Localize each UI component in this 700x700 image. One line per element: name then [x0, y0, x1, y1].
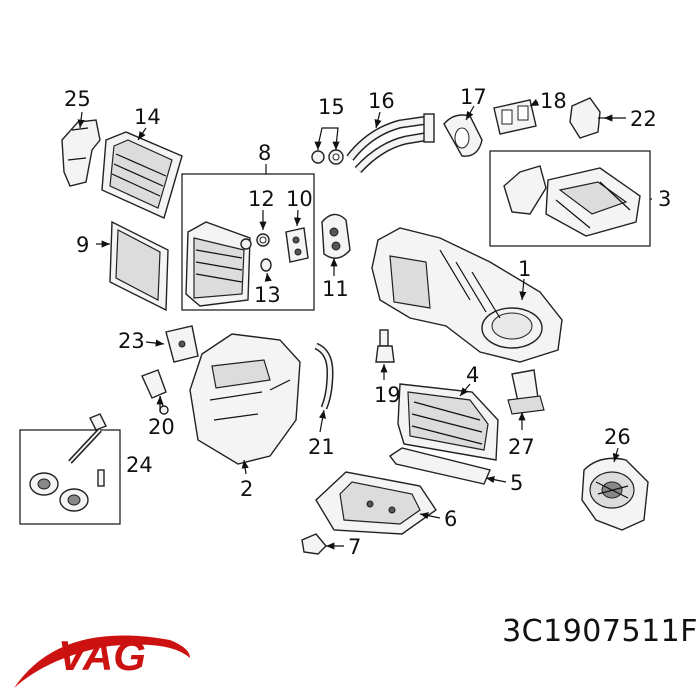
part-24-actuator-linkage — [29, 413, 107, 512]
callout-27: 27 — [508, 435, 535, 459]
part-4-pollen-filter — [397, 383, 499, 461]
part-19-sensor-pin — [375, 329, 395, 363]
callout-8: 8 — [258, 141, 271, 165]
part-3-air-duct — [503, 165, 641, 237]
part-9-filter — [109, 220, 169, 312]
vag-logo-text: VAG — [58, 632, 146, 679]
callout-26: 26 — [604, 425, 631, 449]
callout-20: 20 — [148, 415, 175, 439]
callout-21: 21 — [308, 435, 335, 459]
callout-9: 9 — [76, 233, 89, 257]
part-15-clips — [311, 149, 344, 165]
callout-16: 16 — [368, 89, 395, 113]
part-22-sensor — [569, 97, 606, 139]
callout-5: 5 — [510, 471, 523, 495]
group-box-8 — [181, 173, 315, 311]
part-27-resistor — [507, 369, 545, 415]
part-25-bracket — [61, 119, 101, 187]
vag-logo: VAG — [14, 632, 190, 688]
callout-23: 23 — [118, 329, 145, 353]
callout-10: 10 — [286, 187, 313, 211]
part-1-housing — [371, 227, 563, 363]
callout-7: 7 — [348, 535, 361, 559]
part-8-evaporator — [185, 221, 252, 307]
part-11-seal-plate — [321, 213, 351, 259]
callout-25: 25 — [64, 87, 91, 111]
part-14-filter — [101, 131, 183, 219]
callout-labels: 25 14 8 12 10 9 13 11 15 16 17 18 22 3 1… — [64, 85, 671, 559]
callout-22: 22 — [630, 107, 657, 131]
part-21-drain-hose — [314, 342, 334, 410]
callout-13: 13 — [254, 283, 281, 307]
callout-6: 6 — [444, 507, 457, 531]
part-2-distributor-housing — [189, 333, 301, 465]
part-23-clip — [165, 325, 199, 363]
leader-lines — [77, 99, 652, 550]
part-16-ac-pipes — [346, 113, 435, 174]
callout-4: 4 — [466, 363, 479, 387]
vag-logo-swoosh — [14, 635, 190, 688]
callout-15: 15 — [318, 95, 345, 119]
group-box-24 — [19, 429, 121, 525]
callout-11: 11 — [322, 277, 349, 301]
callout-14: 14 — [134, 105, 161, 129]
callout-1: 1 — [518, 257, 531, 281]
part-20-actuator — [141, 369, 169, 415]
part-7-bushing — [301, 533, 327, 555]
part-17-grommet — [443, 114, 483, 157]
part-26-blower-motor — [581, 457, 649, 531]
part-6-tray — [315, 471, 437, 535]
callout-12: 12 — [248, 187, 275, 211]
callout-19: 19 — [374, 383, 401, 407]
callout-17: 17 — [460, 85, 487, 109]
callout-24: 24 — [126, 453, 153, 477]
part-13-o-ring — [260, 258, 272, 272]
callout-2: 2 — [240, 477, 253, 501]
part-18-gasket — [493, 99, 537, 135]
callout-3: 3 — [658, 187, 671, 211]
part-10-expansion-valve — [285, 227, 309, 263]
callout-18: 18 — [540, 89, 567, 113]
part-12-seal-ring — [256, 233, 270, 247]
part-number: 3C1907511F — [502, 614, 698, 649]
